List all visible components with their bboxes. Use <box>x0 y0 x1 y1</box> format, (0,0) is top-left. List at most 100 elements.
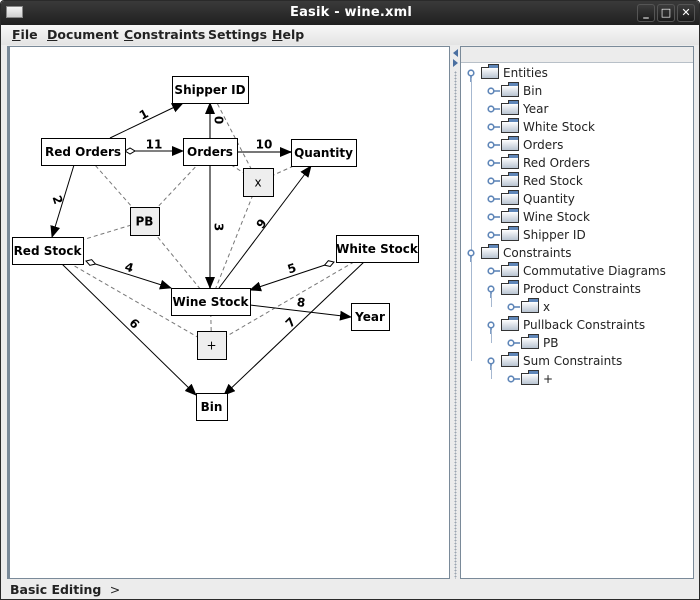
collapse-right-arrow-icon[interactable] <box>453 59 458 67</box>
entity-node-orders[interactable]: Orders <box>183 138 238 166</box>
tree-item-label: Year <box>523 102 549 116</box>
edge-redstock-bin[interactable] <box>61 263 197 396</box>
tree-connector-line <box>491 294 492 307</box>
constraint-connector <box>47 250 212 346</box>
entity-node-shipper[interactable]: Shipper ID <box>172 76 249 104</box>
folder-icon <box>501 262 519 277</box>
tree-node-entity[interactable]: Red Orders <box>501 154 590 172</box>
tree-item-label: Pullback Constraints <box>523 318 646 332</box>
tree-collapsed-handle-icon[interactable] <box>487 154 501 172</box>
tree-node-entity[interactable]: Year <box>501 100 548 118</box>
tree-node-entity[interactable]: Quantity <box>501 190 575 208</box>
tree-node-constraint[interactable]: x <box>521 298 550 316</box>
divider-grip[interactable] <box>454 71 457 579</box>
edge-winestock-quantity[interactable] <box>218 165 312 289</box>
tree-connector-line <box>471 258 472 361</box>
tree-collapsed-handle-icon[interactable] <box>487 100 501 118</box>
tree-collapsed-handle-icon[interactable] <box>487 262 501 280</box>
tree-item-label: Entities <box>503 66 548 80</box>
window-menu-icon[interactable] <box>6 6 23 18</box>
menu-file[interactable]: File <box>12 27 38 42</box>
constraint-node-pullback[interactable]: PB <box>130 207 160 236</box>
folder-icon <box>501 118 519 133</box>
tree-collapsed-handle-icon[interactable] <box>507 298 521 316</box>
folder-icon <box>521 334 539 349</box>
tree-node-entity[interactable]: Shipper ID <box>501 226 586 244</box>
tree-node-constraint[interactable]: + <box>521 370 553 388</box>
tree-node-entity[interactable]: White Stock <box>501 118 595 136</box>
menu-help[interactable]: Help <box>272 27 305 42</box>
tree-collapsed-handle-icon[interactable] <box>487 208 501 226</box>
menu-settings[interactable]: Settings <box>208 27 268 42</box>
tree-node-constraint-group[interactable]: Sum Constraints <box>501 352 622 370</box>
folder-icon <box>501 154 519 169</box>
edge-whitestock-winestock[interactable] <box>249 261 335 292</box>
menu-constraints[interactable]: Constraints <box>124 27 206 42</box>
status-mode-arrow[interactable]: > <box>109 582 121 597</box>
tree-node-entity[interactable]: Bin <box>501 82 542 100</box>
folder-icon <box>481 64 499 79</box>
entity-node-quantity[interactable]: Quantity <box>291 139 357 167</box>
constraint-node-product[interactable]: x <box>243 168 274 197</box>
entity-node-redstock[interactable]: Red Stock <box>12 237 84 265</box>
tree-collapsed-handle-icon[interactable] <box>487 82 501 100</box>
entity-label: Bin <box>201 400 223 414</box>
minimize-button[interactable]: _ <box>637 4 655 22</box>
tree-item-label: Constraints <box>503 246 572 260</box>
entity-node-year[interactable]: Year <box>351 303 390 331</box>
entity-node-bin[interactable]: Bin <box>196 393 228 421</box>
entity-label: Quantity <box>294 146 353 160</box>
entity-node-winestock[interactable]: Wine Stock <box>171 288 251 316</box>
tree-node-constraint[interactable]: PB <box>521 334 558 352</box>
entity-label: White Stock <box>336 242 419 256</box>
edge-winestock-year[interactable] <box>249 304 352 321</box>
collapse-left-arrow-icon[interactable] <box>453 49 458 57</box>
folder-icon <box>501 226 519 241</box>
tree-collapsed-handle-icon[interactable] <box>487 190 501 208</box>
entity-label: Red Stock <box>14 244 83 258</box>
folder-icon <box>501 208 519 223</box>
edge-label: 0 <box>212 116 226 124</box>
constraint-connector <box>209 89 259 183</box>
entity-node-redorders[interactable]: Red Orders <box>41 138 126 166</box>
tree-item-label: Sum Constraints <box>523 354 623 368</box>
edge-redstock-winestock[interactable] <box>85 260 172 290</box>
tree-item-label: Red Orders <box>523 156 590 170</box>
edge-redorders-redstock[interactable] <box>50 164 75 238</box>
tree-item-label: Bin <box>523 84 543 98</box>
tree-node-entity[interactable]: Red Stock <box>501 172 583 190</box>
tree-collapsed-handle-icon[interactable] <box>487 172 501 190</box>
tree-collapsed-handle-icon[interactable] <box>487 136 501 154</box>
entity-node-whitestock[interactable]: White Stock <box>336 235 419 263</box>
constraint-node-sum[interactable]: + <box>197 331 227 360</box>
menu-document[interactable]: Document <box>47 27 119 42</box>
tree-collapsed-handle-icon[interactable] <box>507 370 521 388</box>
tree-expanded-handle-icon[interactable] <box>467 244 481 262</box>
edge-redorders-shipper[interactable] <box>109 102 184 139</box>
tree-collapsed-handle-icon[interactable] <box>507 334 521 352</box>
close-button[interactable]: ✕ <box>677 4 695 22</box>
tree-expanded-handle-icon[interactable] <box>487 316 501 334</box>
tree-collapsed-handle-icon[interactable] <box>487 226 501 244</box>
tree-item-label: PB <box>543 336 559 350</box>
tree-node-entity[interactable]: Wine Stock <box>501 208 590 226</box>
tree-node-entities[interactable]: Entities <box>481 64 548 82</box>
tree-collapsed-handle-icon[interactable] <box>487 118 501 136</box>
tree-node-entity[interactable]: Orders <box>501 136 563 154</box>
tree-node-constraints[interactable]: Constraints <box>481 244 571 262</box>
edge-whitestock-bin[interactable] <box>223 261 365 396</box>
folder-icon <box>501 190 519 205</box>
entity-label: Red Orders <box>45 145 121 159</box>
tree-expanded-handle-icon[interactable] <box>487 280 501 298</box>
tree-node-constraint-group[interactable]: Pullback Constraints <box>501 316 645 334</box>
tree-node-constraint-group[interactable]: Product Constraints <box>501 280 641 298</box>
edge-label: 3 <box>212 223 226 231</box>
tree-expanded-handle-icon[interactable] <box>487 352 501 370</box>
title-bar[interactable]: Easik - wine.xml _ □ ✕ <box>1 1 699 25</box>
tree-node-constraint-group[interactable]: Commutative Diagrams <box>501 262 666 280</box>
maximize-button[interactable]: □ <box>657 4 675 22</box>
tree-expanded-handle-icon[interactable] <box>467 64 481 82</box>
